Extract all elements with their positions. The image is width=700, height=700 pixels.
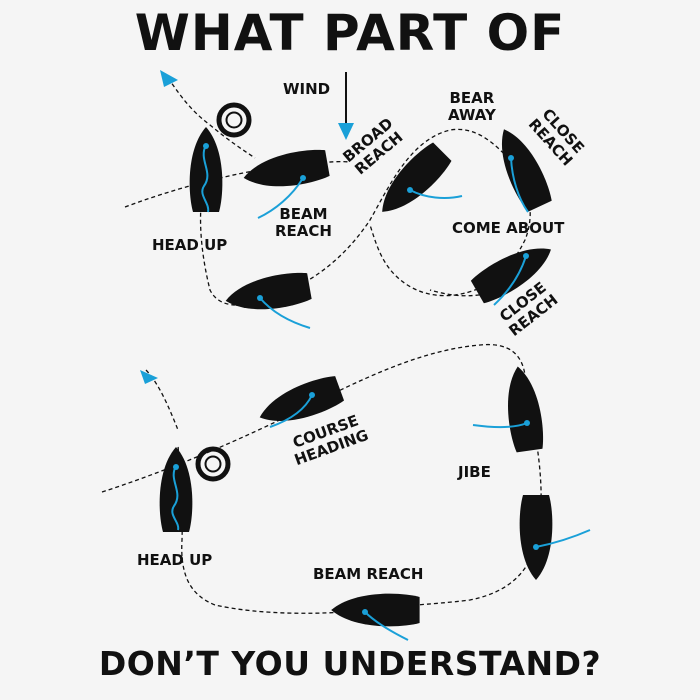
arrow-up-icon [160,70,178,87]
label-head-up-bottom: HEAD UP [137,551,213,569]
course-path-top-loop [199,128,531,306]
boat-icon [240,146,331,194]
label-beam-reach-bottom: BEAM REACH [313,565,424,583]
life-ring-icon [216,102,252,138]
label-bear-away-line-2: AWAY [448,106,496,124]
title-top: WHAT PART OF [134,4,566,62]
course-path-top-entry [167,77,256,159]
label-beam-reach-top-line-2: REACH [275,222,332,240]
label-head-up-top: HEAD UP [152,236,228,254]
boat-icon [519,495,553,580]
label-bear-away-line-1: BEAR [449,89,495,107]
boat-icon [501,364,546,453]
label-beam-reach-top-line-1: BEAM [279,205,328,223]
arrow-up-icon [140,370,158,384]
title-bottom: DON’T YOU UNDERSTAND? [98,644,602,683]
label-beam-reach-top: BEAM REACH [275,206,332,240]
boat-icon [222,269,313,317]
wind-arrow-icon [338,72,354,140]
life-ring-icon [195,446,231,482]
label-bear-away: BEAR AWAY [448,90,496,124]
label-wind: WIND [283,80,331,98]
label-jibe: JIBE [458,463,491,481]
label-come-about: COME ABOUT [452,219,565,237]
